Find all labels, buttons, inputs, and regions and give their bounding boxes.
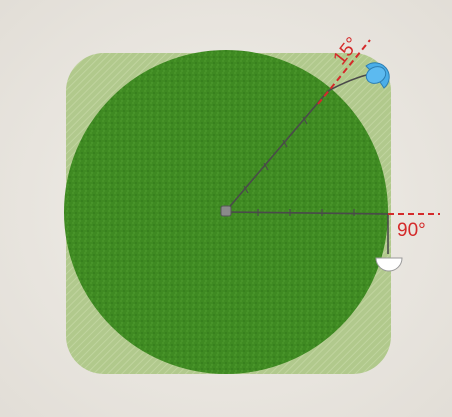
sprinkler-head-icon-top[interactable] xyxy=(364,62,390,89)
angle-15-guide xyxy=(317,39,371,105)
arm-right xyxy=(225,211,389,215)
arm-top-ticks xyxy=(243,116,308,194)
angle-90-label: 90° xyxy=(397,220,426,241)
pivot-icon[interactable] xyxy=(220,205,232,217)
arm-top xyxy=(225,90,329,212)
sprinkler-head-icon-right[interactable] xyxy=(375,257,403,272)
arm-right-ticks xyxy=(257,209,355,216)
